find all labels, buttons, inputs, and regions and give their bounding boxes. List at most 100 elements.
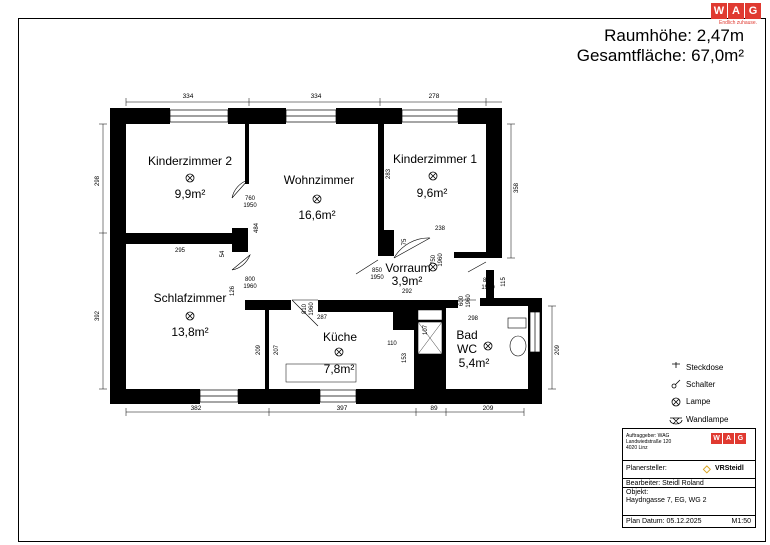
- door-k1-arc: [393, 237, 431, 259]
- wall-k1-left: [378, 124, 384, 232]
- logo-letter-a: A: [728, 3, 744, 19]
- client-cell: Auftraggeber: WAG Landwiedstraße 120 402…: [623, 429, 755, 461]
- dim-sz-door-w: 800: [245, 277, 256, 283]
- room-name-kinderzimmer1: Kinderzimmer 1: [393, 152, 477, 166]
- lamp-icon: [185, 173, 195, 183]
- room-area-schlafzimmer: 13,8m²: [171, 325, 208, 339]
- lamp-icon: [185, 311, 195, 321]
- ceiling-height: Raumhöhe: 2,47m: [604, 26, 744, 45]
- dim-bad-298: 298: [468, 316, 479, 322]
- wall-left: [110, 108, 126, 403]
- wall-k1-bottom: [454, 252, 488, 258]
- room-labels: Kinderzimmer 2 9,9m² Wohnzimmer 16,6m² K…: [148, 152, 489, 376]
- switch-icon: [671, 379, 681, 389]
- dim-vr-292: 292: [402, 289, 413, 295]
- room-area-kueche: 7,8m²: [324, 362, 355, 376]
- date-cell: Plan Datum: 05.12.2025 M1:50: [623, 516, 755, 528]
- dim-bottom-2: 397: [337, 405, 348, 412]
- planer-cell: Planersteller: ◇ VRSteidl: [623, 461, 755, 479]
- object-label: Objekt:: [626, 489, 649, 496]
- dim-ku-153: 153: [402, 352, 408, 363]
- dim-bad-door-w: 600: [459, 295, 465, 306]
- room-area-vorraum: 3,9m²: [392, 274, 423, 288]
- door-k2: [231, 179, 249, 199]
- dim-vr-door-w: 850: [372, 268, 383, 274]
- wall-sz-right-lower: [265, 300, 269, 390]
- room-area-bad: 5,4m²: [459, 356, 490, 370]
- title-block-wag-logo: W A G: [711, 433, 746, 444]
- dim-k1-small: 75: [402, 238, 408, 245]
- wall-bath-top: [480, 298, 542, 306]
- dim-ku-287: 287: [317, 315, 328, 321]
- room-name-wc: WC: [457, 342, 477, 356]
- logo-letter-w: W: [711, 3, 727, 19]
- legend-wandlampe: Wandlampe: [686, 415, 729, 424]
- dim-top-1: 334: [183, 93, 194, 100]
- dim-bottom-3: 89: [430, 405, 438, 412]
- dim-ku-207: 207: [274, 344, 280, 355]
- drawing-frame: [18, 18, 766, 542]
- wall-bath-left-top: [414, 300, 458, 308]
- dim-left-2: 392: [95, 310, 101, 321]
- tb-logo-letter-w: W: [711, 433, 722, 444]
- room-area-wohnzimmer: 16,6m²: [298, 208, 335, 222]
- tb-logo-letter-a: A: [723, 433, 734, 444]
- door-k1: [393, 237, 431, 259]
- lamp-icon: [428, 171, 438, 181]
- dimension-labels: 334 334 278 382 397 89 209 298 392 358 1…: [95, 93, 561, 412]
- dim-sz-door-h: 1960: [243, 284, 257, 290]
- dim-sz-small: 126: [230, 285, 236, 296]
- dim-k1-bottom: 238: [435, 226, 446, 232]
- legend-steckdose: Steckdose: [686, 363, 724, 372]
- room-name-vorraum: Vorraum: [385, 261, 430, 275]
- lamp-icon: [334, 347, 344, 357]
- dim-bad-door-h: 1960: [466, 294, 472, 308]
- door-vr: [355, 259, 379, 275]
- dim-top-3: 278: [429, 93, 440, 100]
- washbasin: [507, 317, 527, 329]
- total-area: Gesamtfläche: 67,0m²: [576, 46, 744, 65]
- editor-cell: Bearbeiter: Steidl Roland: [623, 479, 755, 488]
- dim-right-2: 115: [501, 277, 507, 287]
- lamp-icon: [483, 341, 493, 351]
- legend-schalter: Schalter: [686, 380, 716, 389]
- door-ku-swing: [291, 299, 319, 327]
- dim-right-3: 209: [555, 344, 561, 355]
- dim-bottom-1: 382: [191, 405, 202, 412]
- legend-symbols: [669, 362, 683, 425]
- room-name-wohnzimmer: Wohnzimmer: [284, 173, 354, 187]
- room-name-bad: Bad: [456, 328, 477, 342]
- dim-wz-height: 484: [254, 222, 260, 233]
- dim-k2-door-w: 760: [245, 196, 256, 202]
- dim-k1-height: 283: [386, 168, 392, 179]
- planer-logo-mark: ◇: [703, 464, 711, 475]
- lamps: [185, 171, 493, 357]
- plan-date: Plan Datum: 05.12.2025: [626, 518, 702, 525]
- wall-bottom-mid1: [238, 389, 320, 404]
- dim-ku-110: 110: [387, 341, 397, 347]
- wall-k2-right: [245, 124, 249, 184]
- door-entry: [467, 261, 487, 273]
- dim-vr-door-h: 1950: [370, 275, 384, 281]
- client-line-1: Auftraggeber: WAG: [626, 433, 670, 439]
- lamp-icon: [428, 262, 438, 272]
- wall-top-mid1: [228, 108, 286, 124]
- tb-logo-letter-g: G: [735, 433, 746, 444]
- wall-k2-bottom: [110, 233, 234, 244]
- wag-logo: W A G: [711, 3, 761, 19]
- wall-kitchen-top: [318, 300, 418, 312]
- client-line-2: Landwiedstraße 120: [626, 439, 672, 445]
- legend-lampe: Lampe: [686, 397, 711, 406]
- room-name-kueche: Küche: [323, 330, 357, 344]
- room-name-kinderzimmer2: Kinderzimmer 2: [148, 154, 232, 168]
- plan-scale: M1:50: [731, 518, 751, 525]
- dim-k2-door-h: 1950: [243, 203, 257, 209]
- wall-lamp-icon: [669, 417, 683, 425]
- dim-sz-209: 209: [256, 344, 262, 355]
- dim-k1-door-w: 750: [431, 254, 437, 265]
- wall-k2-stub: [232, 228, 248, 252]
- planer-label: Planersteller:: [626, 465, 667, 472]
- shaft-inner: [417, 309, 443, 321]
- wall-kitchen-block: [393, 312, 417, 330]
